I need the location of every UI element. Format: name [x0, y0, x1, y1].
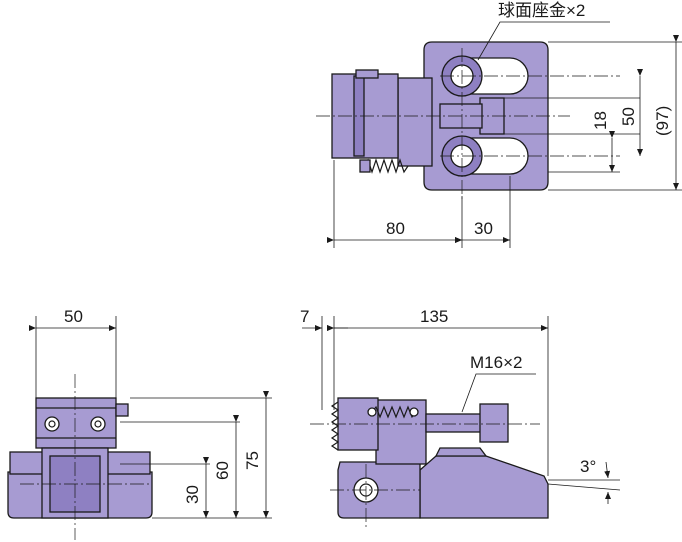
label-bolt-spec: M16×2 — [470, 353, 522, 372]
label-dim-7: 7 — [300, 307, 309, 326]
label-dim-135: 135 — [420, 307, 448, 326]
top-spring — [363, 158, 409, 174]
label-dim-60-front: 60 — [213, 461, 232, 480]
side-base-step — [434, 447, 488, 457]
front-spring-nib — [115, 403, 129, 417]
label-dim-18: 18 — [591, 111, 610, 130]
side-spring — [371, 405, 417, 419]
side-serrated-face — [330, 401, 340, 451]
label-angle-3: 3° — [580, 457, 596, 476]
label-dim-80: 80 — [386, 219, 405, 238]
side-base — [419, 455, 549, 519]
label-dim-50-front: 50 — [64, 307, 83, 326]
top-hinge-block — [397, 77, 433, 167]
side-bolt-head — [479, 403, 509, 443]
label-spherical-washer: 球面座金×2 — [498, 1, 585, 20]
side-view — [302, 316, 621, 530]
front-screw-left — [44, 416, 60, 432]
label-dim-30-top: 30 — [474, 219, 493, 238]
top-view — [316, 21, 682, 248]
label-dim-97: (97) — [653, 106, 672, 136]
label-dim-50-right: 50 — [619, 107, 638, 126]
front-view — [7, 316, 272, 540]
front-screw-right — [90, 416, 106, 432]
top-spring-nut — [359, 159, 371, 173]
top-jaw-top — [355, 69, 379, 79]
label-dim-75-front: 75 — [243, 451, 262, 470]
label-dim-30-front: 30 — [183, 485, 202, 504]
side-bolt-shank — [425, 413, 483, 433]
